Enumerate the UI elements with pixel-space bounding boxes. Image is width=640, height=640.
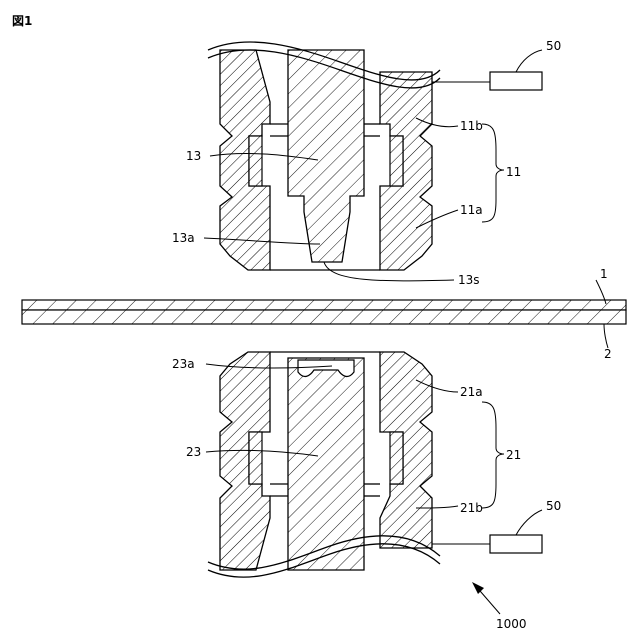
lower-die-right-body [380, 352, 432, 548]
lower-die-assembly [208, 352, 542, 577]
workpiece-layer-1 [22, 300, 626, 310]
controller-box-lower [490, 535, 542, 553]
workpiece [22, 300, 626, 324]
label-23: 23 [186, 445, 201, 459]
lower-left-insert [249, 432, 262, 484]
label-1000: 1000 [496, 617, 527, 631]
label-50-lower: 50 [546, 499, 561, 513]
workpiece-layer-2 [22, 310, 626, 324]
upper-left-insert [249, 136, 262, 186]
figure-title: 図1 [12, 14, 32, 28]
label-23a: 23a [172, 357, 195, 371]
label-13a: 13a [172, 231, 195, 245]
lower-right-insert [390, 432, 403, 484]
upper-right-insert [390, 136, 403, 186]
upper-die-assembly [208, 42, 542, 270]
label-11b: 11b [460, 119, 483, 133]
label-21b: 21b [460, 501, 483, 515]
label-21a: 21a [460, 385, 483, 399]
label-21: 21 [506, 448, 521, 462]
label-11: 11 [506, 165, 521, 179]
label-13s: 13s [458, 273, 480, 287]
label-1: 1 [600, 267, 608, 281]
upper-die-right-body [380, 72, 432, 270]
upper-punch-body [288, 50, 364, 262]
controller-box-upper [490, 72, 542, 90]
label-50-upper: 50 [546, 39, 561, 53]
label-2: 2 [604, 347, 612, 361]
label-11a: 11a [460, 203, 483, 217]
label-13: 13 [186, 149, 201, 163]
lower-punch-body [288, 358, 364, 570]
